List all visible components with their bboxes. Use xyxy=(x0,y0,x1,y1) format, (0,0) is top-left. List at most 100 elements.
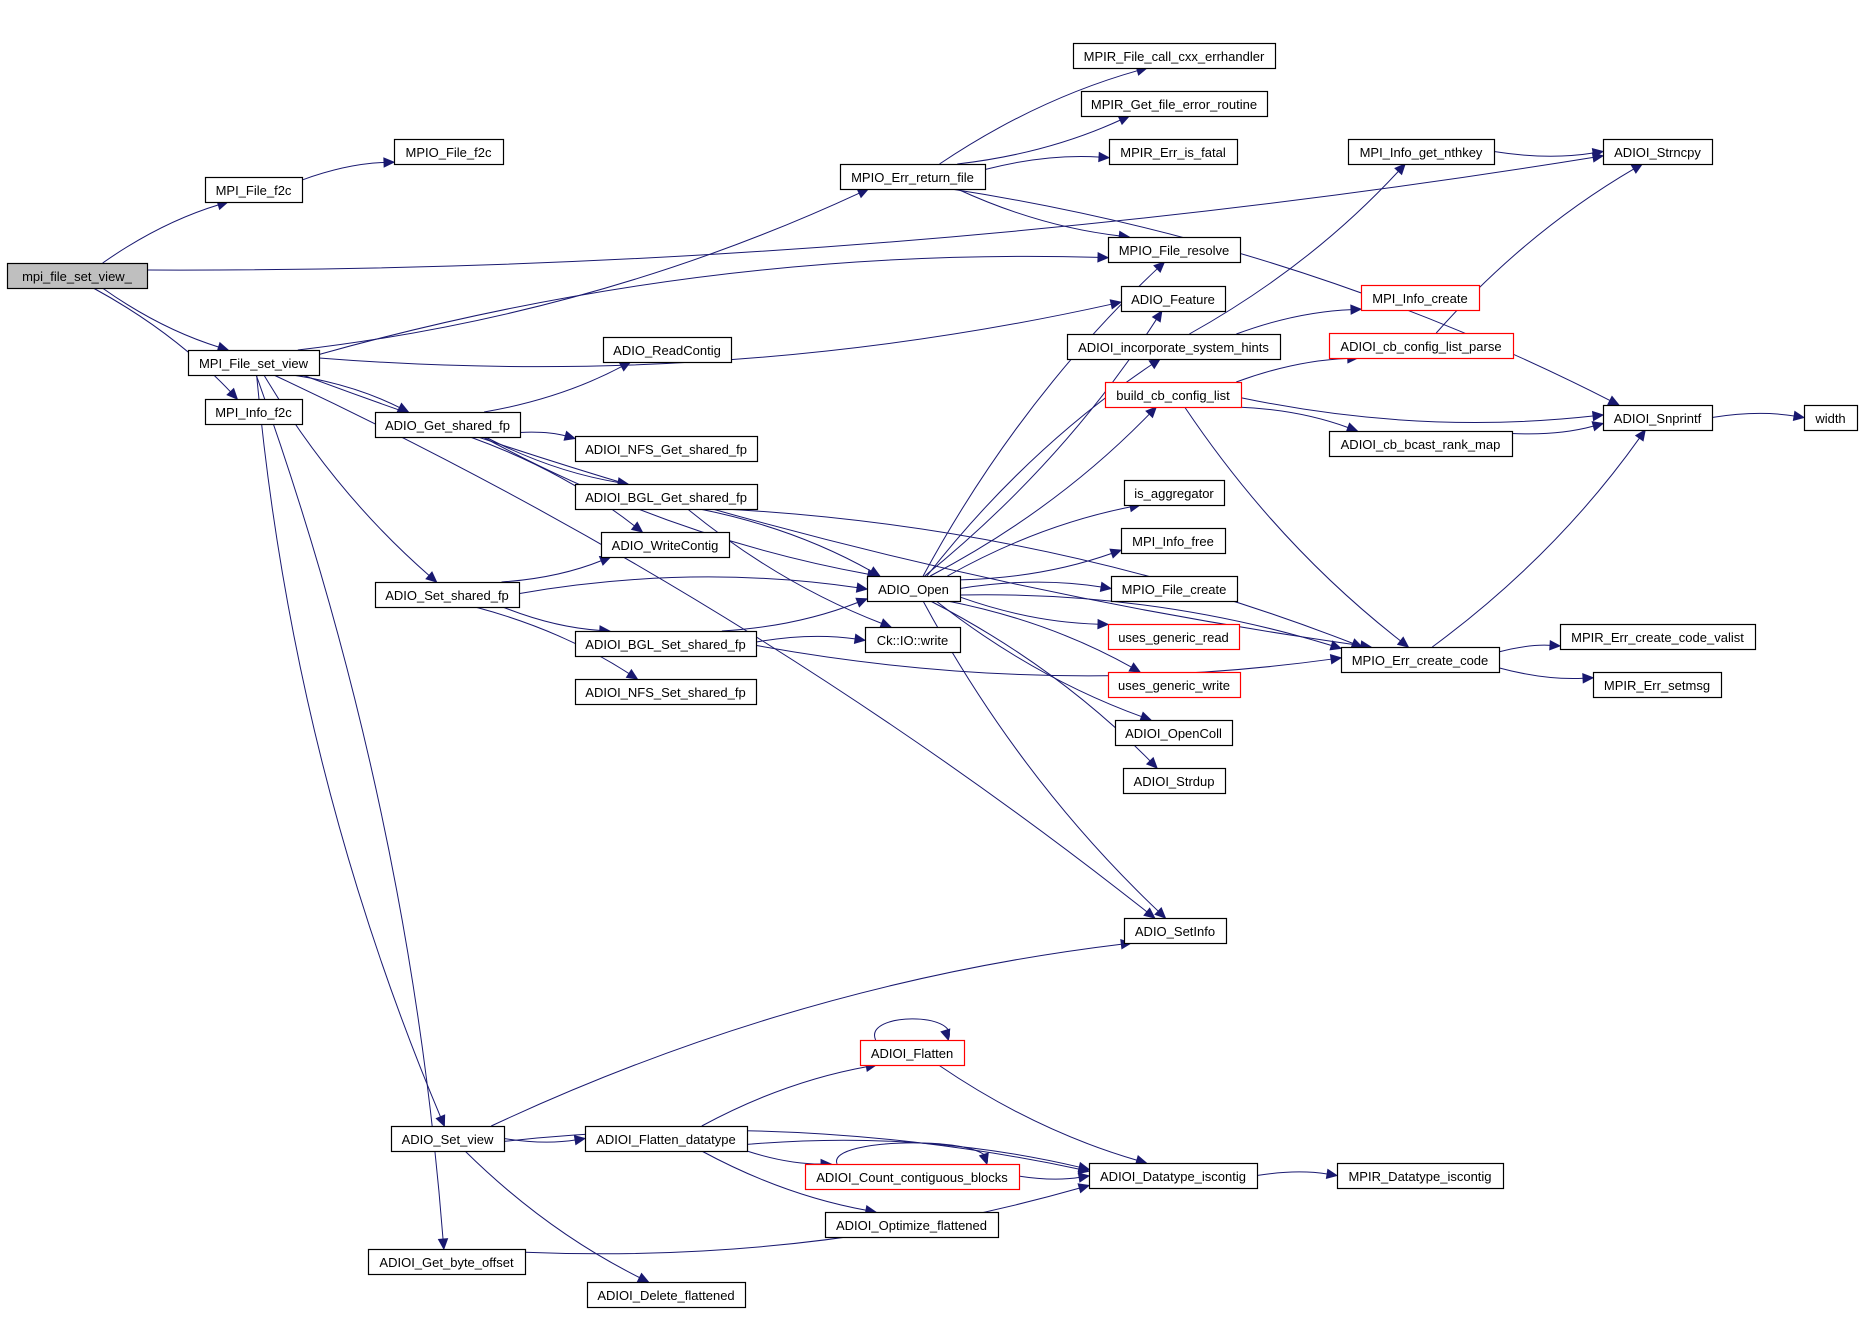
edge-line xyxy=(723,508,1354,645)
edge-line xyxy=(947,506,1132,577)
edge-line xyxy=(102,204,220,264)
node-mpio-err-return-file[interactable]: MPIO_Err_return_file xyxy=(839,163,987,191)
edge-mpio-err-return-file-to-mpio-file-resolve xyxy=(957,188,1131,242)
node-mpir-get-file-error-routine[interactable]: MPIR_Get_file_error_routine xyxy=(1080,90,1269,118)
arrowhead-icon xyxy=(1154,906,1167,919)
node-box xyxy=(374,581,521,609)
node-mpi-info-get-nthkey[interactable]: MPI_Info_get_nthkey xyxy=(1347,138,1496,166)
node-label: MPIR_Get_file_error_routine xyxy=(1091,97,1257,112)
edge-adio-open-to-mpi-info-free xyxy=(959,548,1123,581)
node-mpio-file-f2c[interactable]: MPIO_File_f2c xyxy=(393,138,505,166)
node-adioi-strncpy[interactable]: ADIOI_Strncpy xyxy=(1602,138,1714,166)
node-mpi-file-set-view[interactable]: MPI_File_set_view xyxy=(187,349,321,377)
edge-line xyxy=(836,1142,988,1165)
edge-mpio-err-create-code-to-mpir-err-setmsg xyxy=(1498,667,1595,684)
node-adioi-strdup[interactable]: ADIOI_Strdup xyxy=(1122,767,1227,795)
node-adio-setinfo[interactable]: ADIO_SetInfo xyxy=(1123,917,1228,945)
node-box xyxy=(859,1039,966,1067)
node-mpi-info-create[interactable]: MPI_Info_create xyxy=(1360,284,1481,312)
edge-line xyxy=(524,1187,1081,1255)
arrowhead-icon xyxy=(1394,163,1406,176)
node-adioi-snprintf[interactable]: ADIOI_Snprintf xyxy=(1602,404,1714,432)
node-ck-io-write[interactable]: Ck::IO::write xyxy=(864,626,962,654)
edge-mpi-file-set-view-to-adio-set-view xyxy=(256,374,446,1128)
node-mpir-err-setmsg[interactable]: MPIR_Err_setmsg xyxy=(1592,671,1723,699)
node-label: ADIO_Set_view xyxy=(402,1132,494,1147)
node-build-cb-config-list[interactable]: build_cb_config_list xyxy=(1104,381,1243,409)
node-adioi-nfs-get-shared-fp[interactable]: ADIOI_NFS_Get_shared_fp xyxy=(574,435,759,463)
node-box xyxy=(1088,1162,1259,1190)
node-label: ADIO_Get_shared_fp xyxy=(385,418,510,433)
arrowhead-icon xyxy=(1582,673,1595,684)
node-mpio-file-create[interactable]: MPIO_File_create xyxy=(1110,575,1239,603)
node-adio-set-view[interactable]: ADIO_Set_view xyxy=(390,1125,506,1153)
arrowhead-icon xyxy=(1145,756,1158,769)
node-adioi-datatype-iscontig[interactable]: ADIOI_Datatype_iscontig xyxy=(1088,1162,1259,1190)
node-mpi-info-free[interactable]: MPI_Info_free xyxy=(1120,527,1227,555)
node-adioi-count-contiguous-blocks[interactable]: ADIOI_Count_contiguous_blocks xyxy=(804,1163,1021,1191)
node-box xyxy=(1347,138,1496,166)
node-width[interactable]: width xyxy=(1803,404,1859,432)
node-adioi-flatten-datatype[interactable]: ADIOI_Flatten_datatype xyxy=(584,1125,749,1153)
edge-line xyxy=(746,1150,823,1165)
node-label: build_cb_config_list xyxy=(1116,388,1230,403)
node-box xyxy=(1107,671,1242,699)
node-mpi-file-f2c[interactable]: MPI_File_f2c xyxy=(204,176,304,204)
edge-line xyxy=(1236,357,1349,383)
edge-adioi-bgl-get-shared-fp-to-ck-io-write xyxy=(687,508,893,629)
node-adio-feature[interactable]: ADIO_Feature xyxy=(1120,285,1227,313)
node-mpir-datatype-iscontig[interactable]: MPIR_Datatype_iscontig xyxy=(1336,1162,1505,1190)
edge-adio-open-to-mpio-err-create-code xyxy=(959,594,1343,651)
node-adio-readcontig[interactable]: ADIO_ReadContig xyxy=(602,336,733,364)
node-mpio-err-create-code[interactable]: MPIO_Err_create_code xyxy=(1340,646,1501,674)
node-mpir-err-is-fatal[interactable]: MPIR_Err_is_fatal xyxy=(1108,138,1239,166)
node-adioi-cb-config-list-parse[interactable]: ADIOI_cb_config_list_parse xyxy=(1328,332,1515,360)
node-box xyxy=(1340,646,1501,674)
edge-line xyxy=(518,576,859,595)
edge-line xyxy=(301,161,386,181)
node-adioi-cb-bcast-rank-map[interactable]: ADIOI_cb_bcast_rank_map xyxy=(1328,430,1514,458)
edge-line xyxy=(957,188,1121,237)
edge-line xyxy=(1498,667,1585,680)
node-adioi-bgl-set-shared-fp[interactable]: ADIOI_BGL_Set_shared_fp xyxy=(574,630,758,658)
node-adioi-nfs-set-shared-fp[interactable]: ADIOI_NFS_Set_shared_fp xyxy=(574,678,758,706)
node-mpio-file-resolve[interactable]: MPIO_File_resolve xyxy=(1107,236,1242,264)
node-box xyxy=(1104,381,1243,409)
arrowhead-icon xyxy=(1143,907,1156,919)
edge-line xyxy=(959,594,1333,647)
node-adioi-flatten[interactable]: ADIOI_Flatten xyxy=(859,1039,966,1067)
edge-line xyxy=(929,413,1151,577)
node-uses-generic-read[interactable]: uses_generic_read xyxy=(1107,623,1241,651)
node-box xyxy=(1602,138,1714,166)
node-adioi-incorporate-system-hints[interactable]: ADIOI_incorporate_system_hints xyxy=(1066,333,1282,361)
node-adio-get-shared-fp[interactable]: ADIO_Get_shared_fp xyxy=(374,411,522,439)
node-uses-generic-write[interactable]: uses_generic_write xyxy=(1107,671,1242,699)
node-label: ADIOI_BGL_Set_shared_fp xyxy=(585,637,745,652)
edge-line xyxy=(938,1064,1138,1161)
arrowhead-icon xyxy=(1077,1183,1091,1194)
node-box xyxy=(574,483,759,511)
edge-line xyxy=(501,559,603,583)
edge-line xyxy=(1493,151,1595,157)
node-adio-writecontig[interactable]: ADIO_WriteContig xyxy=(600,531,731,559)
edge-adio-open-to-uses-generic-write xyxy=(947,600,1142,673)
arrowhead-icon xyxy=(1098,151,1111,163)
edge-line xyxy=(1256,1171,1329,1176)
node-adioi-opencoll[interactable]: ADIOI_OpenColl xyxy=(1114,719,1234,747)
node-adioi-optimize-flattened[interactable]: ADIOI_Optimize_flattened xyxy=(824,1211,1000,1239)
arrowhead-icon xyxy=(437,1238,449,1251)
node-label: MPI_Info_create xyxy=(1372,291,1467,306)
node-is-aggregator[interactable]: is_aggregator xyxy=(1123,479,1226,507)
node-adio-open[interactable]: ADIO_Open xyxy=(866,575,962,603)
edge-mpi-file-set-view-to-mpi-file-set-view xyxy=(102,287,230,352)
node-mpir-file-call-cxx-errhandler[interactable]: MPIR_File_call_cxx_errhandler xyxy=(1072,42,1277,70)
node-mpi-info-f2c[interactable]: MPI_Info_f2c xyxy=(204,398,304,426)
node-adioi-bgl-get-shared-fp[interactable]: ADIOI_BGL_Get_shared_fp xyxy=(574,483,759,511)
edge-line xyxy=(957,119,1122,165)
node-adio-set-shared-fp[interactable]: ADIO_Set_shared_fp xyxy=(374,581,521,609)
edge-line xyxy=(92,287,232,393)
node-adioi-get-byte-offset[interactable]: ADIOI_Get_byte_offset xyxy=(367,1248,527,1276)
node-adioi-delete-flattened[interactable]: ADIOI_Delete_flattened xyxy=(586,1281,747,1309)
node-mpir-err-create-code-valist[interactable]: MPIR_Err_create_code_valist xyxy=(1559,623,1757,651)
node-box xyxy=(1107,623,1241,651)
